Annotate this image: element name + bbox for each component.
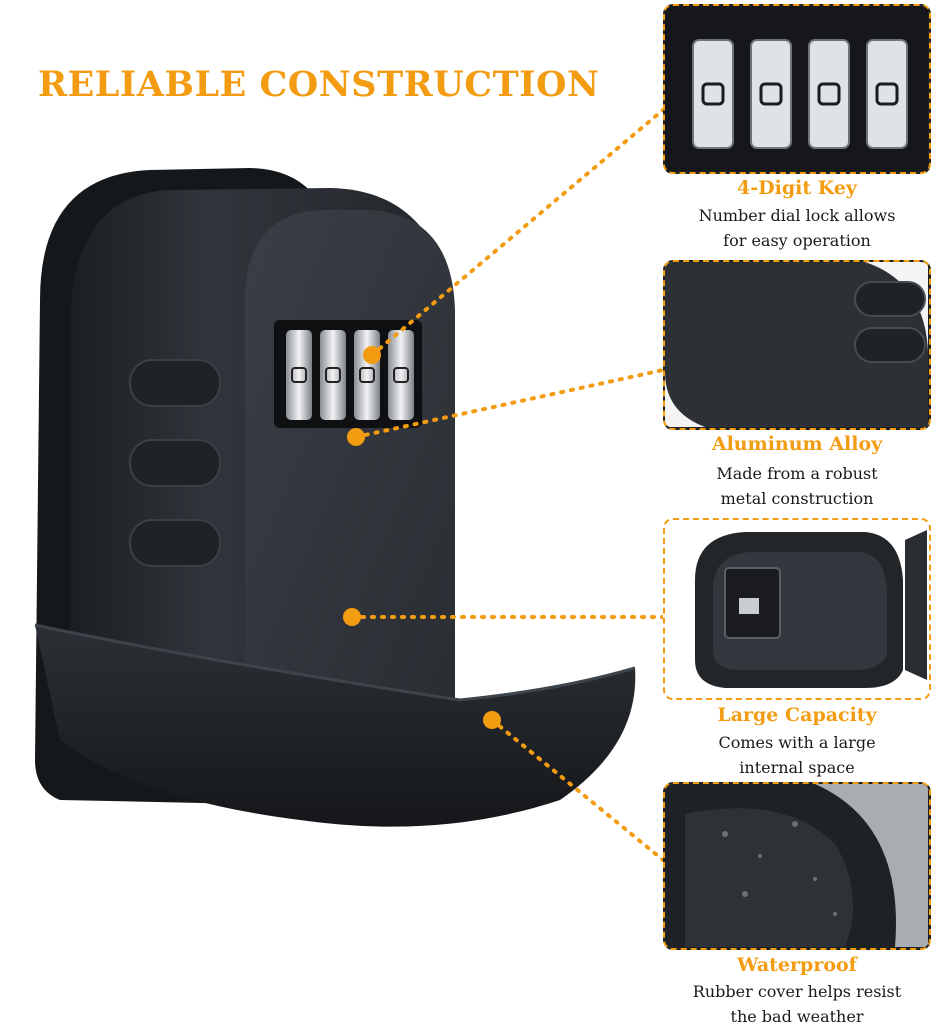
headline: RELIABLE CONSTRUCTION — [38, 64, 600, 105]
alloy-closeup-image — [663, 260, 931, 430]
wet-cover-closeup-image — [663, 782, 931, 950]
feature-description: Rubber cover helps resist the bad weathe… — [692, 982, 902, 1026]
feature-description: Comes with a large internal space — [718, 733, 876, 777]
feature-title: Large Capacity — [717, 704, 877, 726]
feature-title: 4-Digit Key — [737, 177, 857, 199]
feature-description: Made from a robust metal construction — [716, 464, 878, 508]
open-box-interior-image — [663, 518, 931, 700]
dial-closeup-image — [663, 4, 931, 174]
feature-title: Aluminum Alloy — [711, 433, 883, 455]
feature-title: Waterproof — [737, 954, 857, 976]
feature-description: Number dial lock allows for easy operati… — [698, 206, 896, 250]
